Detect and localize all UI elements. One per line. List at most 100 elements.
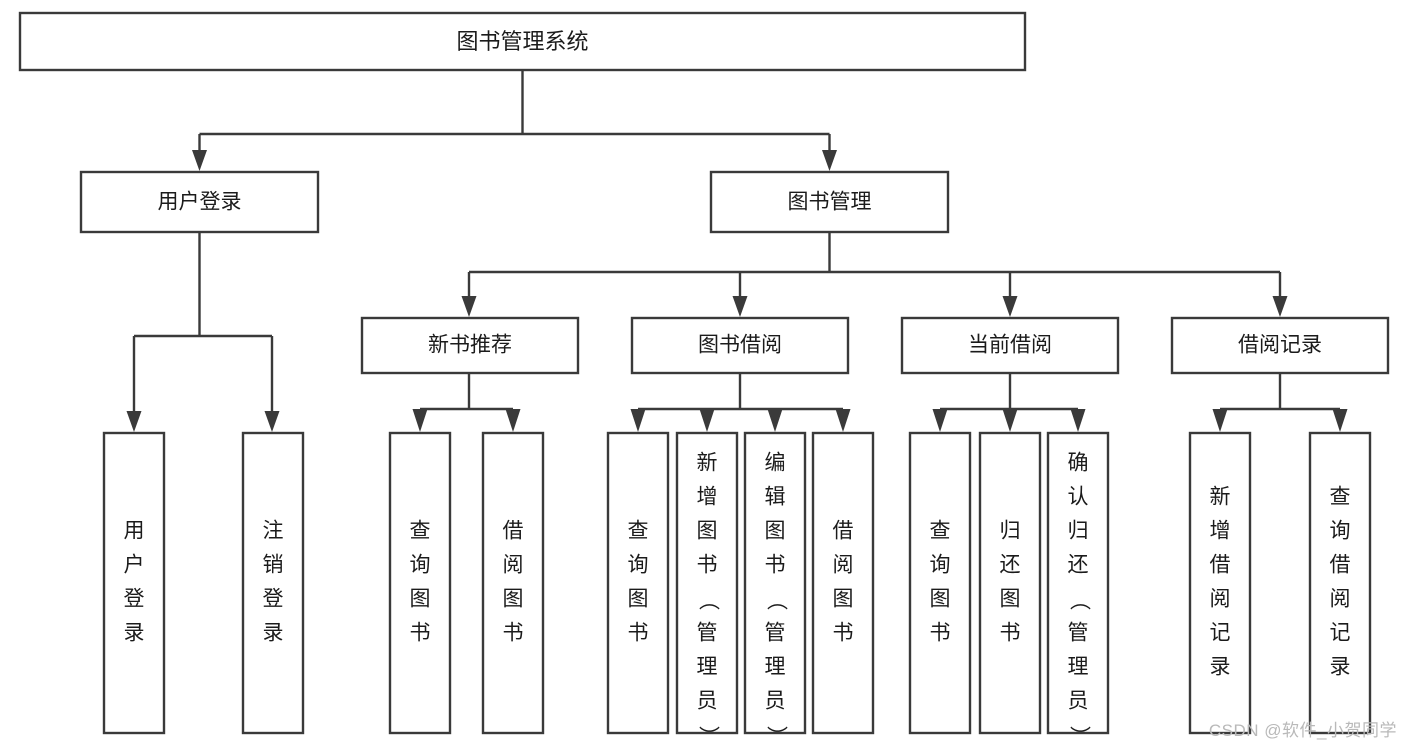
leaf-box-new-book-recommend-1[interactable]: [388, 431, 452, 735]
node-label-current-borrow: 当前借阅: [968, 334, 1052, 357]
arrow-to-leaf-cb-3: [1070, 409, 1086, 432]
leaf-label-char: 登: [124, 588, 145, 611]
leaf-node-user-login-1[interactable]: 用户登录: [102, 431, 166, 735]
leaf-label-char: 书: [410, 622, 431, 645]
leaf-box-book-borrow-3[interactable]: [743, 431, 807, 735]
leaf-box-book-borrow-1[interactable]: [606, 431, 670, 735]
leaf-label-char: 查: [410, 520, 431, 543]
leaf-box-new-book-recommend-2[interactable]: [481, 431, 545, 735]
leaf-box-current-borrow-2[interactable]: [978, 431, 1042, 735]
leaf-label-char: 注: [263, 520, 284, 543]
leaf-label-char: 员: [1068, 690, 1089, 713]
leaf-box-user-login-1[interactable]: [102, 431, 166, 735]
arrow-to-current-borrow: [1002, 296, 1018, 317]
leaf-label-char: 录: [263, 622, 284, 645]
leaf-label-char: 图: [930, 588, 951, 611]
arrow-to-leaf-bb-1: [630, 409, 646, 432]
leaf-box-borrow-records-1[interactable]: [1188, 431, 1252, 735]
node-user-login[interactable]: 用户登录: [79, 170, 320, 234]
node-box-user-login[interactable]: [79, 170, 320, 234]
leaf-label-char: 录: [1330, 656, 1351, 679]
node-new-book-recommend[interactable]: 新书推荐: [360, 316, 580, 375]
arrow-to-leaf-bb-2: [699, 409, 715, 432]
leaf-box-book-borrow-4[interactable]: [811, 431, 875, 735]
leaf-box-current-borrow-3[interactable]: [1046, 431, 1110, 735]
leaf-label-char: 录: [1210, 656, 1231, 679]
leaf-box-borrow-records-2[interactable]: [1308, 431, 1372, 735]
node-box-new-book-recommend[interactable]: [360, 316, 580, 375]
leaf-box-user-login-2[interactable]: [241, 431, 305, 735]
node-label-root: 图书管理系统: [456, 29, 588, 54]
leaf-label-char: 图: [833, 588, 854, 611]
leaf-label-char: 图: [628, 588, 649, 611]
leaf-label-char: 书: [765, 554, 786, 577]
leaf-label-char: 销: [263, 554, 284, 577]
leaf-label-char: 书: [1000, 622, 1021, 645]
leaf-label-char: 阅: [503, 554, 524, 577]
leaf-box-book-borrow-2[interactable]: [675, 431, 739, 735]
arrow-to-leaf-user-login: [126, 411, 142, 432]
node-book-manage[interactable]: 图书管理: [709, 170, 950, 234]
node-box-root[interactable]: [18, 11, 1027, 72]
leaf-label-char: 图: [410, 588, 431, 611]
node-box-book-manage[interactable]: [709, 170, 950, 234]
leaf-label-char: 书: [833, 622, 854, 645]
leaf-label-char: ）: [696, 726, 719, 747]
node-label-user-login: 用户登录: [158, 191, 242, 214]
node-label-book-manage: 图书管理: [788, 191, 872, 214]
leaf-label-char: 理: [1068, 656, 1089, 679]
leaf-label-char: 书: [930, 622, 951, 645]
node-box-borrow-records[interactable]: [1170, 316, 1390, 375]
leaf-label-char: 阅: [1330, 588, 1351, 611]
node-box-current-borrow[interactable]: [900, 316, 1120, 375]
leaf-label-char: ）: [1067, 726, 1090, 747]
leaf-label-char: 员: [697, 690, 718, 713]
node-current-borrow[interactable]: 当前借阅: [900, 316, 1120, 375]
leaf-box-current-borrow-1[interactable]: [908, 431, 972, 735]
leaf-label-char: 图: [765, 520, 786, 543]
leaf-label-char: 图: [503, 588, 524, 611]
node-root-system[interactable]: 图书管理系统: [18, 11, 1027, 72]
node-book-borrow[interactable]: 图书借阅: [630, 316, 850, 375]
leaf-label-char: 书: [697, 554, 718, 577]
leaf-label-char: 还: [1068, 554, 1089, 577]
leaf-label-char: 认: [1068, 486, 1089, 509]
leaf-label-char: 归: [1000, 520, 1021, 543]
leaf-label-char: 新: [697, 452, 718, 475]
node-borrow-records[interactable]: 借阅记录: [1170, 316, 1390, 375]
leaf-label-char: 录: [124, 622, 145, 645]
arrow-to-leaf-cb-2: [1002, 409, 1018, 432]
leaf-label-char: 辑: [765, 486, 786, 509]
arrow-to-leaf-cb-1: [932, 409, 948, 432]
leaf-label-char: 查: [1330, 486, 1351, 509]
leaf-label-char: 记: [1330, 622, 1351, 645]
node-label-new-book-recommend: 新书推荐: [428, 334, 512, 357]
arrow-to-user-login: [192, 150, 207, 171]
leaf-label-char: 图: [697, 520, 718, 543]
leaf-label-char: 书: [503, 622, 524, 645]
leaf-label-char: 管: [697, 622, 718, 645]
arrow-to-leaf-bb-4: [835, 409, 851, 432]
arrow-to-new-book-recommend: [461, 296, 477, 317]
leaf-label-char: 归: [1068, 520, 1089, 543]
node-box-book-borrow[interactable]: [630, 316, 850, 375]
leaf-label-char: 员: [765, 690, 786, 713]
leaf-label-char: （: [696, 590, 719, 611]
leaf-label-char: 阅: [833, 554, 854, 577]
leaf-label-char: 新: [1210, 486, 1231, 509]
leaf-label-char: 增: [1210, 520, 1231, 543]
leaf-label-char: 询: [628, 554, 649, 577]
